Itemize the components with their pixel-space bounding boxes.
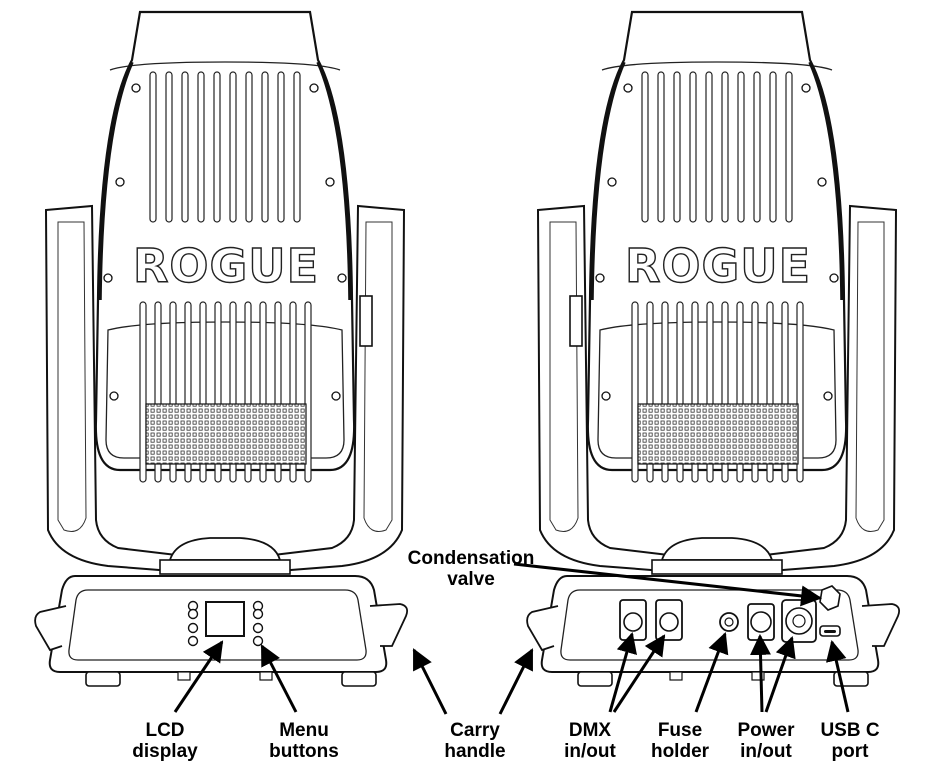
brand-logo-right: ROGUE <box>625 239 811 293</box>
arrow-fuse-holder <box>694 632 729 713</box>
arrow-carry-handle-right <box>498 648 534 715</box>
arrow-condensation-valve <box>513 562 823 607</box>
fuse-holder[interactable] <box>719 612 739 632</box>
label-power-in-out: Power in/out <box>737 720 795 762</box>
usb-c-port[interactable] <box>819 625 841 637</box>
arrow-lcd-display <box>173 640 224 713</box>
arrow-power-in <box>750 633 771 713</box>
dmx-connectors[interactable] <box>619 599 683 641</box>
fixture-front-left: ROGUE <box>33 10 409 688</box>
arrow-menu-buttons <box>260 644 298 713</box>
label-carry-handle: Carry handle <box>444 720 506 762</box>
arrow-carry-handle-left <box>412 648 448 715</box>
lcd-display <box>205 601 245 637</box>
label-usb-c-port: USB C port <box>820 720 880 762</box>
power-connectors[interactable] <box>747 599 817 643</box>
arrow-usb-c-port <box>825 639 850 713</box>
arrow-power-out <box>764 636 796 713</box>
label-dmx-in-out: DMX in/out <box>564 720 616 762</box>
label-menu-buttons: Menu buttons <box>269 720 339 762</box>
arrow-dmx-in <box>608 631 637 713</box>
label-condensation-valve: Condensation valve <box>407 548 535 590</box>
arrow-dmx-out <box>612 634 666 713</box>
label-lcd-display: LCD display <box>132 720 198 762</box>
label-fuse-holder: Fuse holder <box>650 720 710 762</box>
menu-buttons[interactable] <box>187 600 264 647</box>
callout-arrows <box>173 562 850 715</box>
fixture-rear-right: ROGUE <box>525 10 901 688</box>
brand-logo-left: ROGUE <box>133 239 319 293</box>
